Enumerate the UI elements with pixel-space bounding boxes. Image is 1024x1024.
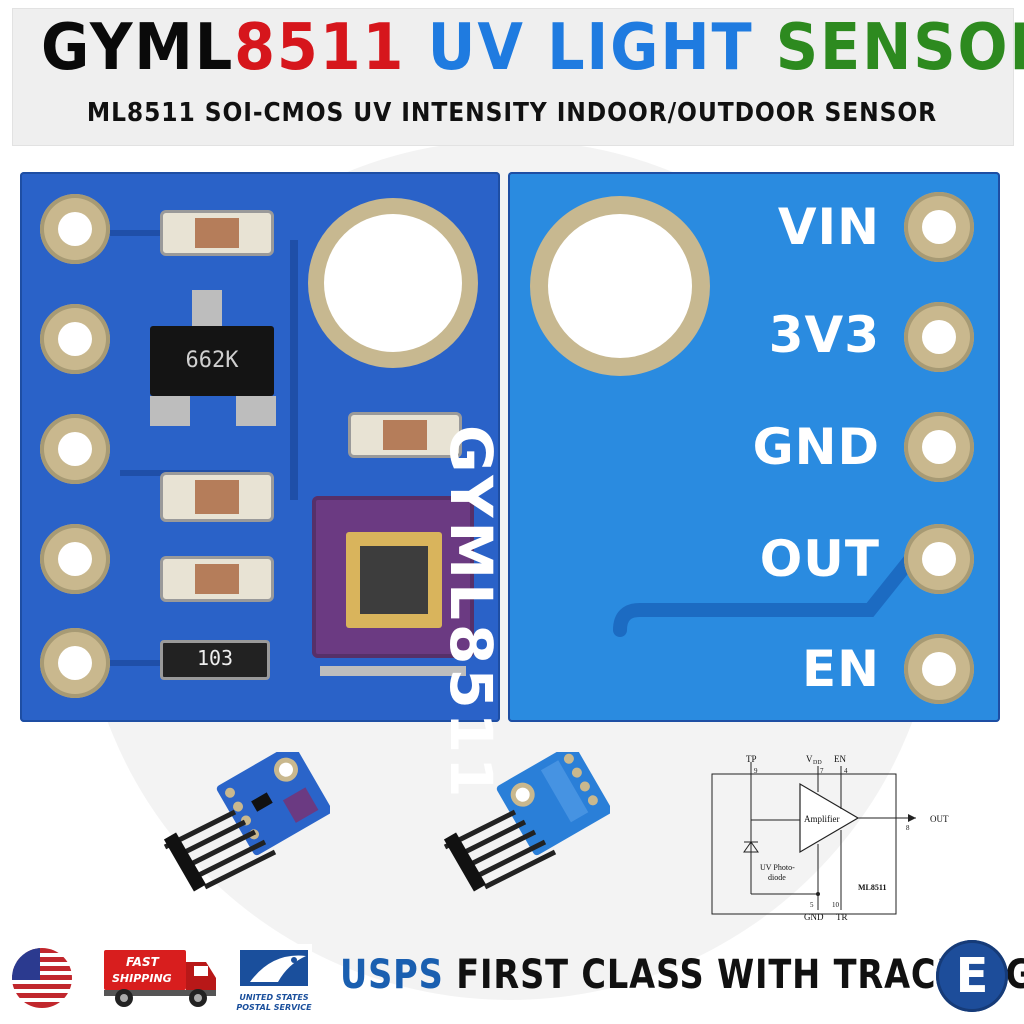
uv-photodiode-window <box>360 546 428 614</box>
smd-resistor: 103 <box>160 640 270 680</box>
pcb-trace <box>110 230 160 236</box>
shipping-carrier: USPS <box>340 952 444 998</box>
label-amplifier: Amplifier <box>804 814 840 824</box>
store-badge-letter: E <box>955 948 989 1004</box>
truck-text-fast: FAST <box>126 955 160 969</box>
product-subtitle: ML8511 SOI-CMOS UV INTENSITY INDOOR/OUTD… <box>86 98 938 128</box>
header-pad <box>40 524 110 594</box>
label-vdd-pin: 7 <box>820 767 824 775</box>
board-silkscreen-marking: GYML8511 <box>437 425 505 802</box>
smd-capacitor <box>160 556 274 602</box>
label-photodiode-2: diode <box>768 873 786 882</box>
regulator-tab <box>192 290 222 330</box>
pin-pad-en <box>904 634 974 704</box>
mounting-hole <box>324 214 462 352</box>
title-banner <box>12 8 1014 146</box>
pin-pad-gnd <box>904 412 974 482</box>
pcb-trace <box>290 240 298 500</box>
title-uv: UV <box>427 11 525 85</box>
pin-label-vin: VIN <box>777 198 880 256</box>
label-out: OUT <box>930 814 949 824</box>
store-badge-icon <box>936 940 1008 1012</box>
amplifier-symbol <box>799 782 860 854</box>
voltage-regulator-chip: 662K <box>150 326 274 396</box>
regulator-lead <box>236 396 276 426</box>
regulator-lead <box>150 396 190 426</box>
pin-label-gnd: GND <box>752 418 880 476</box>
header-pad <box>40 304 110 374</box>
sensor-leads <box>320 666 466 676</box>
truck-text-shipping: SHIPPING <box>112 972 172 985</box>
title-sensor: SENSOR <box>775 11 1024 85</box>
pin-label-en: EN <box>801 640 880 698</box>
usps-eagle-logo-icon: UNITED STATES POSTAL SERVICE <box>236 944 312 1012</box>
pin-label-out: OUT <box>759 530 880 588</box>
smd-capacitor <box>160 210 274 256</box>
header-pad <box>40 194 110 264</box>
label-gnd: GND <box>804 912 824 922</box>
label-gnd-pin: 5 <box>810 901 814 909</box>
label-out-pin: 8 <box>906 824 910 832</box>
module-thumbnail-back <box>443 752 610 892</box>
pcb-trace <box>110 660 170 666</box>
label-tp-pin: 9 <box>754 767 758 775</box>
label-part: ML8511 <box>858 883 886 892</box>
ml8511-block-diagram: TP 9 V DD 7 EN 4 Amplifier 8 OUT UV Phot… <box>711 754 949 922</box>
label-vdd: V <box>806 754 813 764</box>
title-light: LIGHT <box>547 11 754 85</box>
label-tr-pin: 10 <box>832 901 840 909</box>
label-tp: TP <box>746 754 757 764</box>
title-gyml: GYML <box>40 11 235 85</box>
pin-pad-3v3 <box>904 302 974 372</box>
label-photodiode-1: UV Photo- <box>760 863 795 872</box>
title-8511: 8511 <box>234 11 406 85</box>
smd-capacitor <box>348 412 462 458</box>
product-title: GYML8511 UV LIGHT SENSOR <box>40 10 1024 86</box>
label-en-pin: 4 <box>844 767 848 775</box>
usps-logo-line1: UNITED STATES <box>239 993 308 1002</box>
header-pad <box>40 414 110 484</box>
mounting-hole <box>548 214 692 358</box>
usps-logo-line2: POSTAL SERVICE <box>236 1003 312 1012</box>
pin-pad-out <box>904 524 974 594</box>
module-thumbnail-front <box>163 752 330 892</box>
pin-label-3v3: 3V3 <box>768 306 880 364</box>
label-vdd-sub: DD <box>813 760 822 766</box>
label-en: EN <box>834 754 846 764</box>
shipping-info: USPS FIRST CLASS WITH TRACKING <box>340 952 1024 998</box>
us-flag-icon <box>12 948 72 1008</box>
header-pad <box>40 628 110 698</box>
pin-pad-vin <box>904 192 974 262</box>
fast-shipping-truck-icon: FAST SHIPPING <box>104 950 216 1007</box>
label-tr: TR <box>836 912 848 922</box>
smd-capacitor <box>160 472 274 522</box>
out-pin-trace <box>613 553 917 637</box>
shipping-method: FIRST CLASS WITH TRACKING <box>456 952 1024 998</box>
